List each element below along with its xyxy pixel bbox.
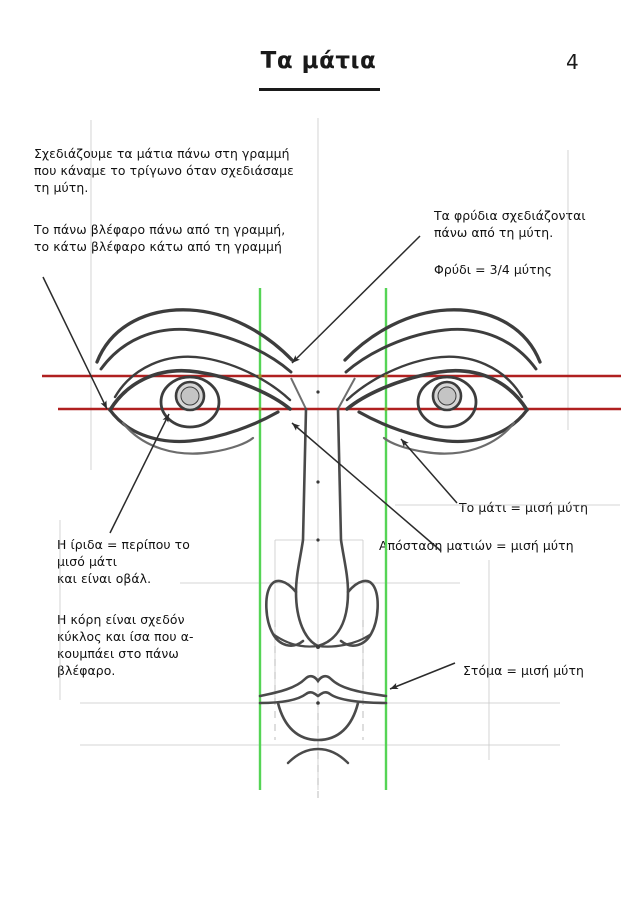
left-eyebrow-top [95, 308, 294, 364]
note-mouth-ratio: Στόμα = μισή μύτη [463, 663, 584, 678]
note-eye-distance: Απόσταση ματιών = μισή μύτη [379, 538, 574, 553]
right-eye [343, 308, 542, 455]
left-upper-eyelid [108, 368, 292, 412]
nose [265, 407, 379, 649]
nose-bridge-triangle [290, 377, 356, 410]
mouth [258, 674, 388, 765]
note-pupil: Η κόρη είναι σχεδόν κύκλος και ίσα που α… [57, 612, 194, 678]
nose-left-wing-base [271, 632, 320, 648]
arrow-to-eyebrow [291, 235, 421, 364]
right-pupil-core [437, 386, 457, 406]
nose-right-wing-base [316, 632, 373, 648]
left-pupil-core [180, 386, 200, 406]
arrow-to-eye [400, 438, 458, 504]
note-iris: Η ίριδα = περίπου το μισό μάτι και είναι… [57, 537, 190, 586]
arrow-to-eye-distance [291, 422, 442, 552]
nose-left-nostril [265, 579, 305, 647]
right-eyelid-crease [345, 355, 524, 402]
left-lower-lid-line [121, 421, 255, 455]
chin-crease [286, 747, 350, 765]
note-eyebrow-ratio: Φρύδι = 3/4 μύτης [434, 262, 553, 277]
left-iris [159, 375, 221, 429]
note-eye-ratio: Το μάτι = μισή μύτη [459, 500, 589, 515]
right-iris [416, 375, 478, 429]
green-guide-lines [258, 288, 388, 790]
right-eyebrow-bottom [344, 327, 538, 374]
arrow-to-lower-eyelid [42, 276, 108, 410]
left-eyelid-crease [113, 355, 292, 402]
title-underline [259, 88, 380, 91]
right-lower-lid-line [382, 421, 516, 455]
note-eyes-on-line: Σχεδιάζουμε τα μάτια πάνω στη γραμμή που… [34, 146, 294, 195]
left-eye [95, 308, 294, 455]
lip-line [258, 691, 388, 705]
right-upper-eyelid [345, 368, 529, 412]
nose-right-nostril [339, 579, 379, 647]
lower-lip [276, 701, 360, 742]
right-eyebrow-top [343, 308, 542, 364]
construction-dots [258, 374, 388, 542]
mouth-center-dot [316, 701, 320, 705]
nose-left-bridge [294, 407, 320, 648]
upper-lip-top [258, 674, 388, 698]
note-eyebrows: Τα φρύδια σχεδιάζονται πάνω από τη μύτη. [434, 208, 586, 240]
left-eyebrow-bottom [99, 327, 293, 374]
note-eyelids: Το πάνω βλέφαρο πάνω από τη γραμμή, το κ… [34, 222, 286, 254]
arrow-to-mouth [389, 662, 456, 690]
arrow-to-iris [109, 413, 170, 534]
page-number: 4 [566, 50, 579, 74]
leader-arrows [42, 235, 458, 690]
nose-right-bridge [316, 407, 350, 648]
page-title: Τα μάτια [260, 48, 377, 74]
nose-tip-dot [316, 645, 320, 649]
